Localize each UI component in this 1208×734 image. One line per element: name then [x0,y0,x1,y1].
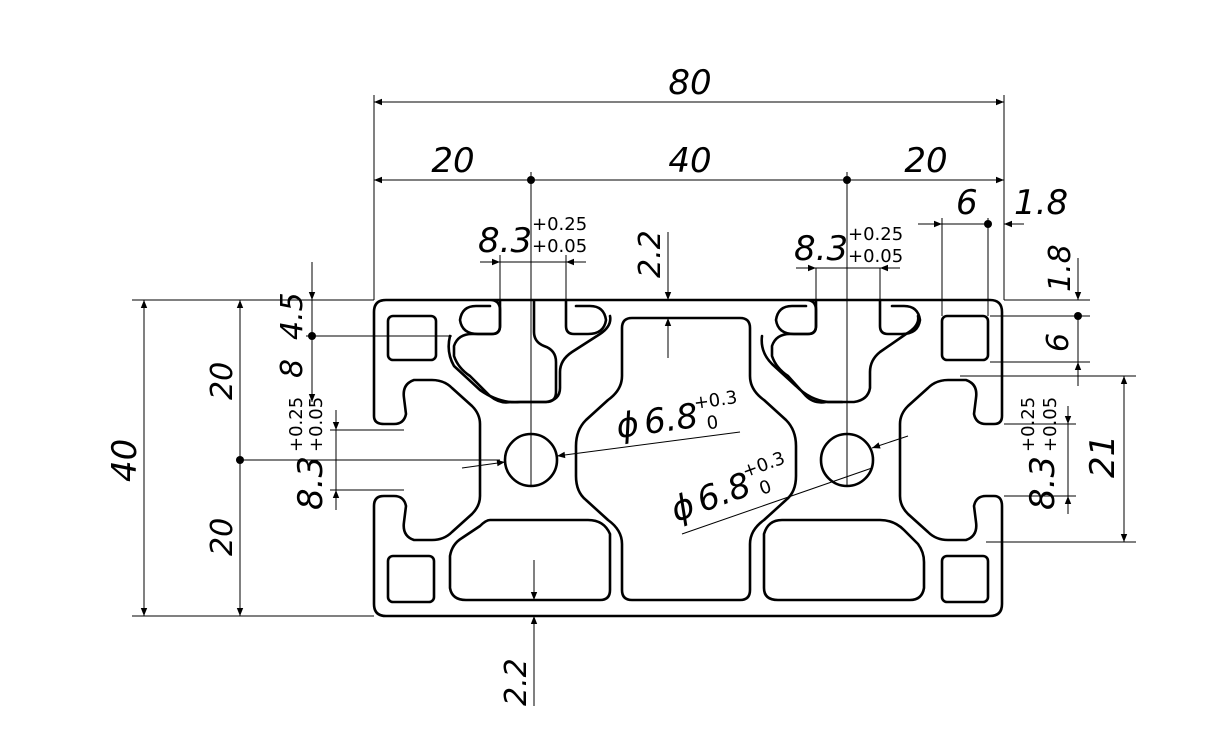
dim-right-center: 20 [904,141,947,181]
hole-callout-left: ϕ 6.8 +0.3 0 [614,387,739,447]
tol-upper-top-right: +0.25 [848,224,903,245]
dim-wall-bottom: 2.2 [499,658,534,706]
hole-tol-lower-right: 0 [756,476,774,500]
dim-slot-depth: 6 [956,183,978,223]
dim-slot-right: 8.3 [1023,456,1063,510]
dim-left-center: 20 [431,141,474,181]
hole-tol-upper-left: +0.3 [692,387,738,414]
hole-dia-left: 6.8 [641,396,700,443]
dim-left-20-top: 20 [205,362,240,400]
dim-left-20-bottom: 20 [205,518,240,556]
tol-lower-left: +0.05 [306,397,327,452]
tol-upper-right: +0.25 [1018,397,1039,452]
tol-lower-right: +0.05 [1040,397,1061,452]
dim-left-4-5: 4.5 [275,292,310,340]
tol-upper-left: +0.25 [286,397,307,452]
hole-callout-right: ϕ 6.8 +0.3 0 [665,448,787,531]
diameter-symbol: ϕ [614,404,642,447]
dim-slot-top-left: 8.3 [478,221,532,261]
tol-lower-top-right: +0.05 [848,246,903,267]
dim-right-21: 21 [1083,435,1123,478]
dim-left-8: 8 [275,359,310,378]
dim-right-6: 6 [1041,333,1076,352]
tol-upper-top-left: +0.25 [532,214,587,235]
construction-lines [132,95,1136,617]
dim-edge-1-8: 1.8 [1014,183,1068,223]
dim-wall-top: 2.2 [633,230,668,278]
dim-overall-height: 40 [105,439,145,482]
dim-slot-left: 8.3 [291,456,331,510]
dim-center-span: 40 [668,141,711,181]
profile-outline [372,298,1004,618]
tol-lower-top-left: +0.05 [532,236,587,257]
dim-slot-top-right: 8.3 [794,229,848,269]
dimension-text: 80 20 40 20 8.3 +0.25 +0.05 8.3 +0.25 +0… [105,63,1123,706]
dimension-lines [140,98,1128,706]
hole-tol-lower-left: 0 [705,412,719,434]
dim-right-1-8: 1.8 [1043,244,1078,292]
dim-overall-width: 80 [668,63,711,103]
